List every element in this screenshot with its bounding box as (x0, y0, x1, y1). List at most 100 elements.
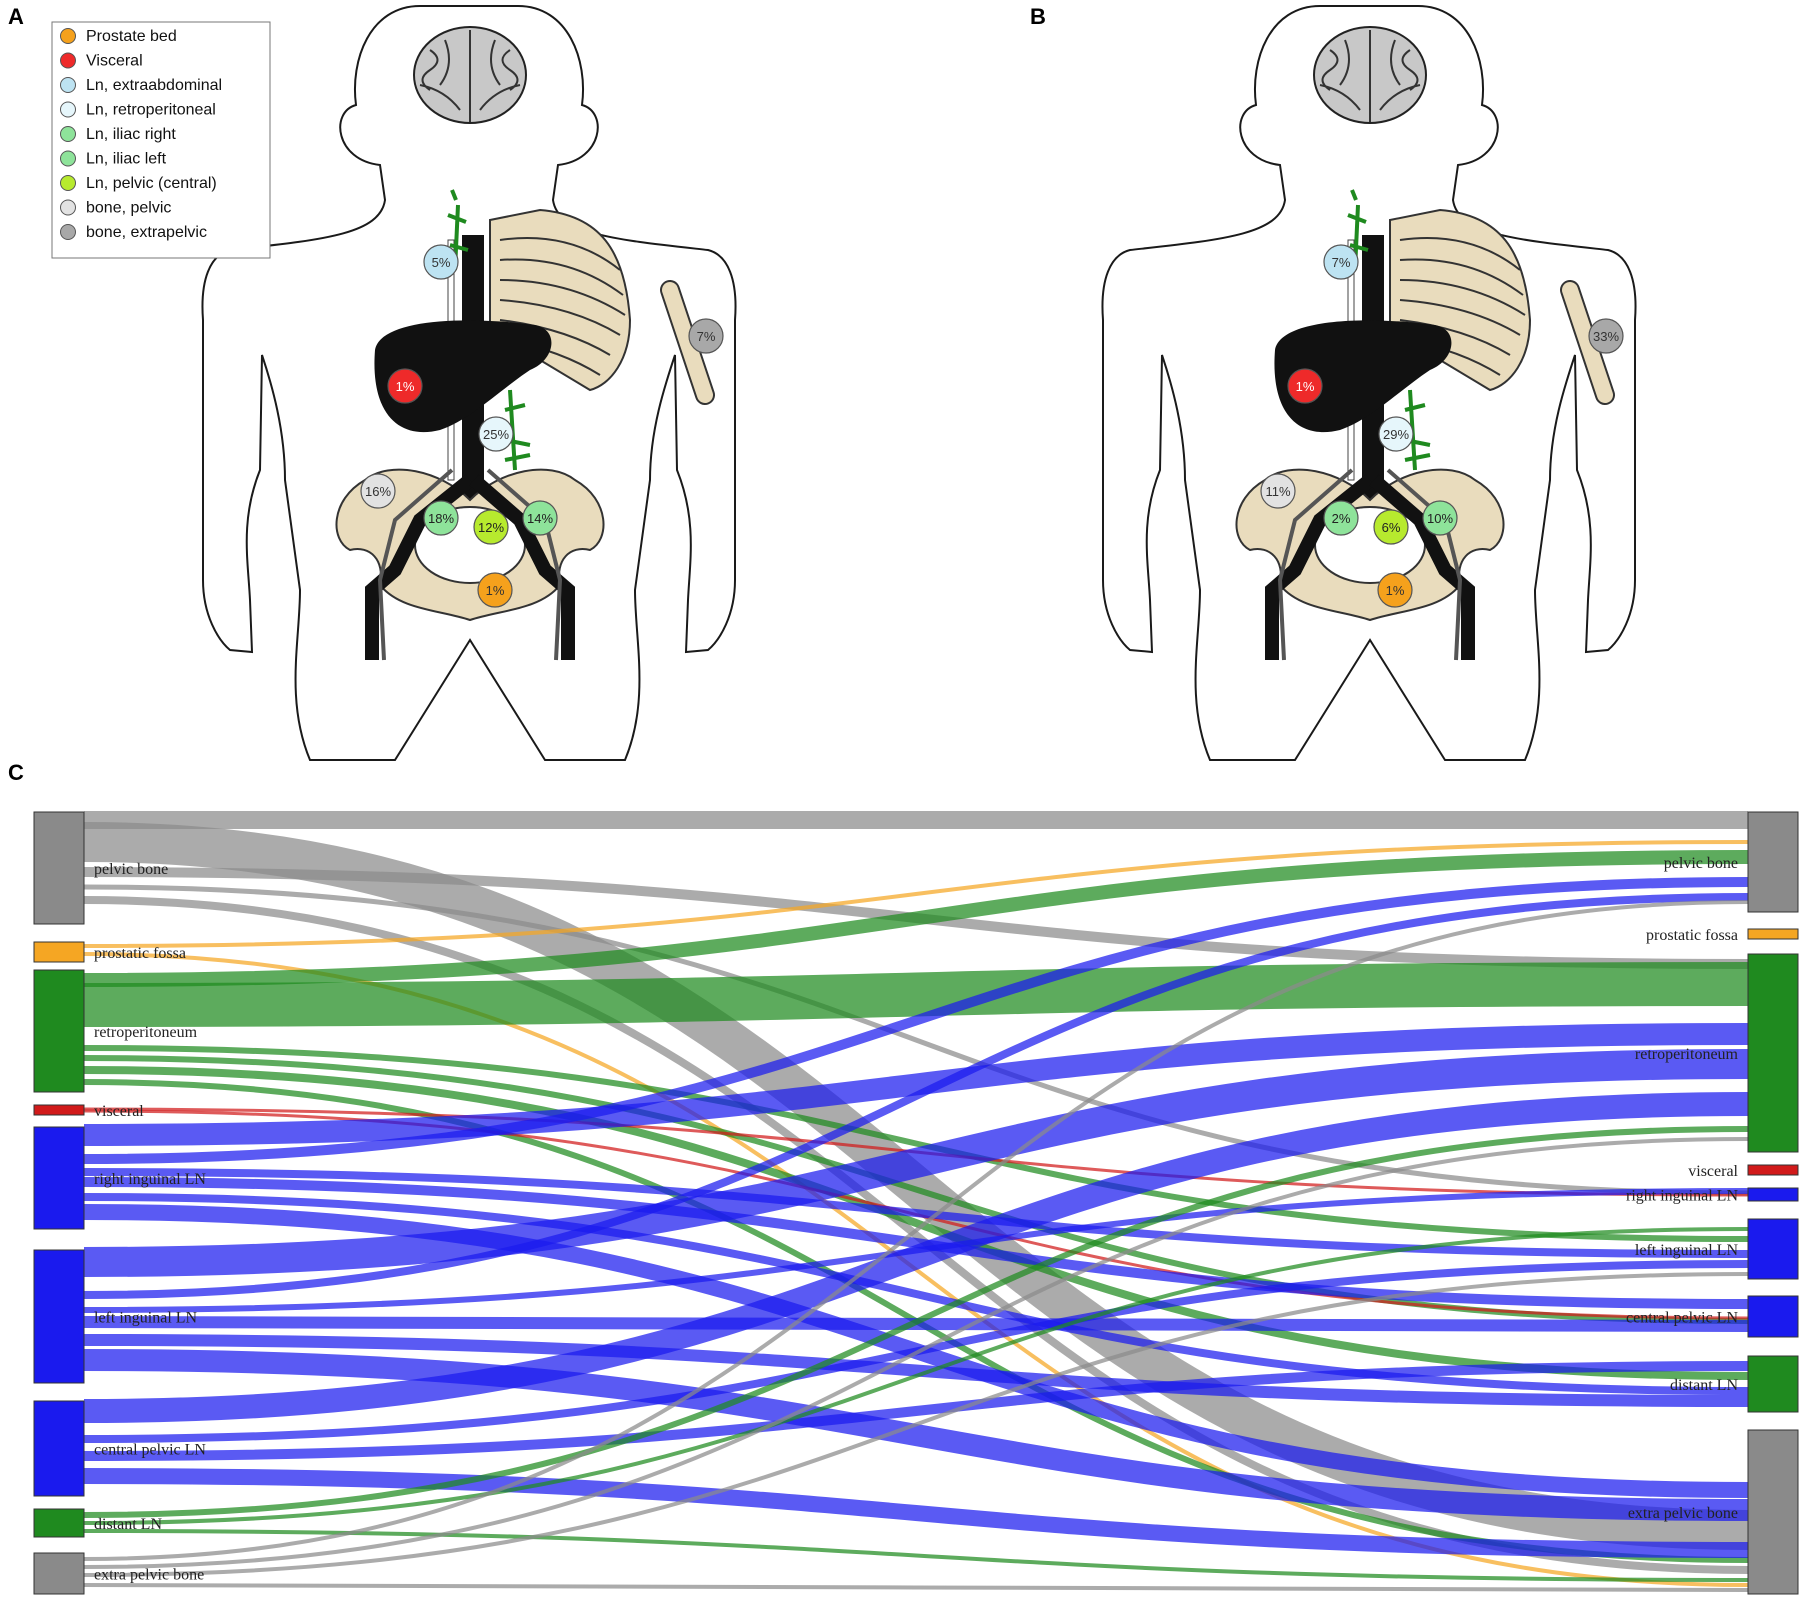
sankey-link (83, 1529, 1749, 1582)
marker-value: 18% (428, 511, 454, 526)
legend-label: Ln, iliac left (86, 151, 167, 168)
marker-prostate-bed: 1% (1377, 572, 1413, 608)
marker-extraabdominal: 5% (423, 244, 459, 280)
marker-retroperitoneal: 25% (478, 416, 514, 452)
sankey-link (83, 850, 1749, 987)
sankey-node-label-left: left inguinal LN (94, 1310, 198, 1327)
body-diagram-a (202, 6, 735, 760)
sankey-link (83, 1066, 1749, 1380)
sankey-link (83, 1023, 1749, 1146)
legend-swatch (60, 101, 76, 118)
sankey-link (83, 1049, 1749, 1277)
sankey-node-label-right: pelvic bone (1664, 855, 1738, 872)
marker-pelvic-bone: 16% (360, 473, 396, 509)
legend-swatch (60, 126, 76, 142)
sankey-node-label-left: pelvic bone (94, 861, 168, 878)
sankey-node-right (1747, 1164, 1799, 1176)
marker-value: 1% (1386, 583, 1405, 598)
marker-iliac-right: 2% (1323, 500, 1359, 536)
sankey-node-label-left: retroperitoneum (94, 1024, 198, 1041)
sankey-link (83, 1126, 1749, 1518)
marker-visceral: 1% (387, 368, 423, 404)
sankey-node-right (1747, 1187, 1799, 1202)
sankey-node-label-right: left inguinal LN (1635, 1242, 1739, 1259)
sankey-link (83, 962, 1749, 1027)
marker-retroperitoneal: 29% (1378, 416, 1414, 452)
sankey-link (83, 1334, 1749, 1407)
legend-label: Prostate bed (86, 28, 177, 45)
legend-label: Ln, retroperitoneal (86, 102, 216, 119)
marker-value: 1% (486, 583, 505, 598)
sankey-link (83, 1177, 1749, 1309)
marker-value: 14% (527, 511, 553, 526)
marker-extraabdominal: 7% (1323, 244, 1359, 280)
body-diagram-b (1102, 6, 1635, 760)
panel-label-c: C (8, 760, 24, 785)
sankey-link (83, 840, 1749, 948)
sankey-link (83, 1137, 1749, 1569)
sankey-link (83, 1349, 1749, 1521)
marker-value: 1% (396, 379, 415, 394)
marker-value: 12% (478, 520, 504, 535)
sankey-link (83, 1468, 1749, 1558)
legend-label: Ln, pelvic (central) (86, 175, 217, 192)
legend-item: bone, extrapelvic (60, 224, 207, 241)
marker-visceral: 1% (1287, 368, 1323, 404)
marker-value: 2% (1332, 511, 1351, 526)
marker-extrapelvic-bone: 33% (1588, 318, 1624, 354)
marker-value: 6% (1382, 520, 1401, 535)
sankey-link (83, 1045, 1749, 1242)
sankey-link (83, 822, 1749, 1550)
marker-value: 5% (432, 255, 451, 270)
legend-swatch (60, 28, 76, 44)
sankey-link (83, 900, 1749, 1561)
sankey-node-right (1747, 1429, 1799, 1595)
sankey-link (83, 893, 1749, 1299)
sankey-link (83, 884, 1749, 1196)
legend-label: Visceral (86, 53, 143, 70)
sankey-node-label-left: right inguinal LN (94, 1171, 206, 1188)
sankey-node-label-right: retroperitoneum (1635, 1046, 1739, 1063)
sankey-node-label-right: central pelvic LN (1626, 1310, 1738, 1327)
sankey-link (83, 1193, 1749, 1395)
legend-swatch (60, 175, 76, 191)
marker-value: 33% (1593, 329, 1619, 344)
sankey-node-label-left: visceral (94, 1103, 144, 1120)
legend-item: Ln, iliac left (60, 150, 167, 168)
legend-item: Prostate bed (60, 28, 177, 45)
marker-pelvic-central: 12% (473, 509, 509, 545)
marker-pelvic-bone: 11% (1260, 473, 1296, 509)
marker-value: 25% (483, 427, 509, 442)
sankey-node-left (33, 1104, 85, 1116)
sankey-node-right (1747, 953, 1799, 1153)
marker-value: 11% (1265, 484, 1290, 499)
sankey-link (83, 1227, 1749, 1525)
panel-label-a: A (8, 4, 24, 29)
legend-item: Ln, pelvic (central) (60, 175, 217, 192)
sankey-node-label-left: distant LN (94, 1516, 162, 1533)
legend-item: Ln, retroperitoneal (60, 101, 216, 119)
legend-label: Ln, iliac right (86, 126, 176, 143)
legend-swatch (60, 150, 76, 167)
sankey-node-right (1747, 811, 1799, 913)
sankey-node-left (33, 1400, 85, 1497)
sankey-node-label-right: right inguinal LN (1626, 1188, 1738, 1205)
legend-label: Ln, extraabdominal (86, 77, 222, 94)
legend-item: bone, pelvic (60, 199, 171, 217)
sankey-node-label-left: extra pelvic bone (94, 1567, 204, 1584)
sankey-node-left (33, 1508, 85, 1538)
legend-swatch (60, 77, 76, 93)
sankey-node-label-right: visceral (1688, 1163, 1738, 1180)
sankey-node-label-right: extra pelvic bone (1628, 1505, 1738, 1522)
marker-prostate-bed: 1% (477, 572, 513, 608)
marker-iliac-left: 14% (522, 500, 558, 536)
sankey-node-right (1747, 1218, 1799, 1280)
panel-label-b: B (1030, 4, 1046, 29)
legend-swatch (60, 224, 76, 240)
legend-item: Ln, extraabdominal (60, 77, 222, 94)
sankey-node-label-left: central pelvic LN (94, 1442, 206, 1459)
legend-label: bone, pelvic (86, 200, 171, 217)
sankey-node-right (1747, 928, 1799, 940)
